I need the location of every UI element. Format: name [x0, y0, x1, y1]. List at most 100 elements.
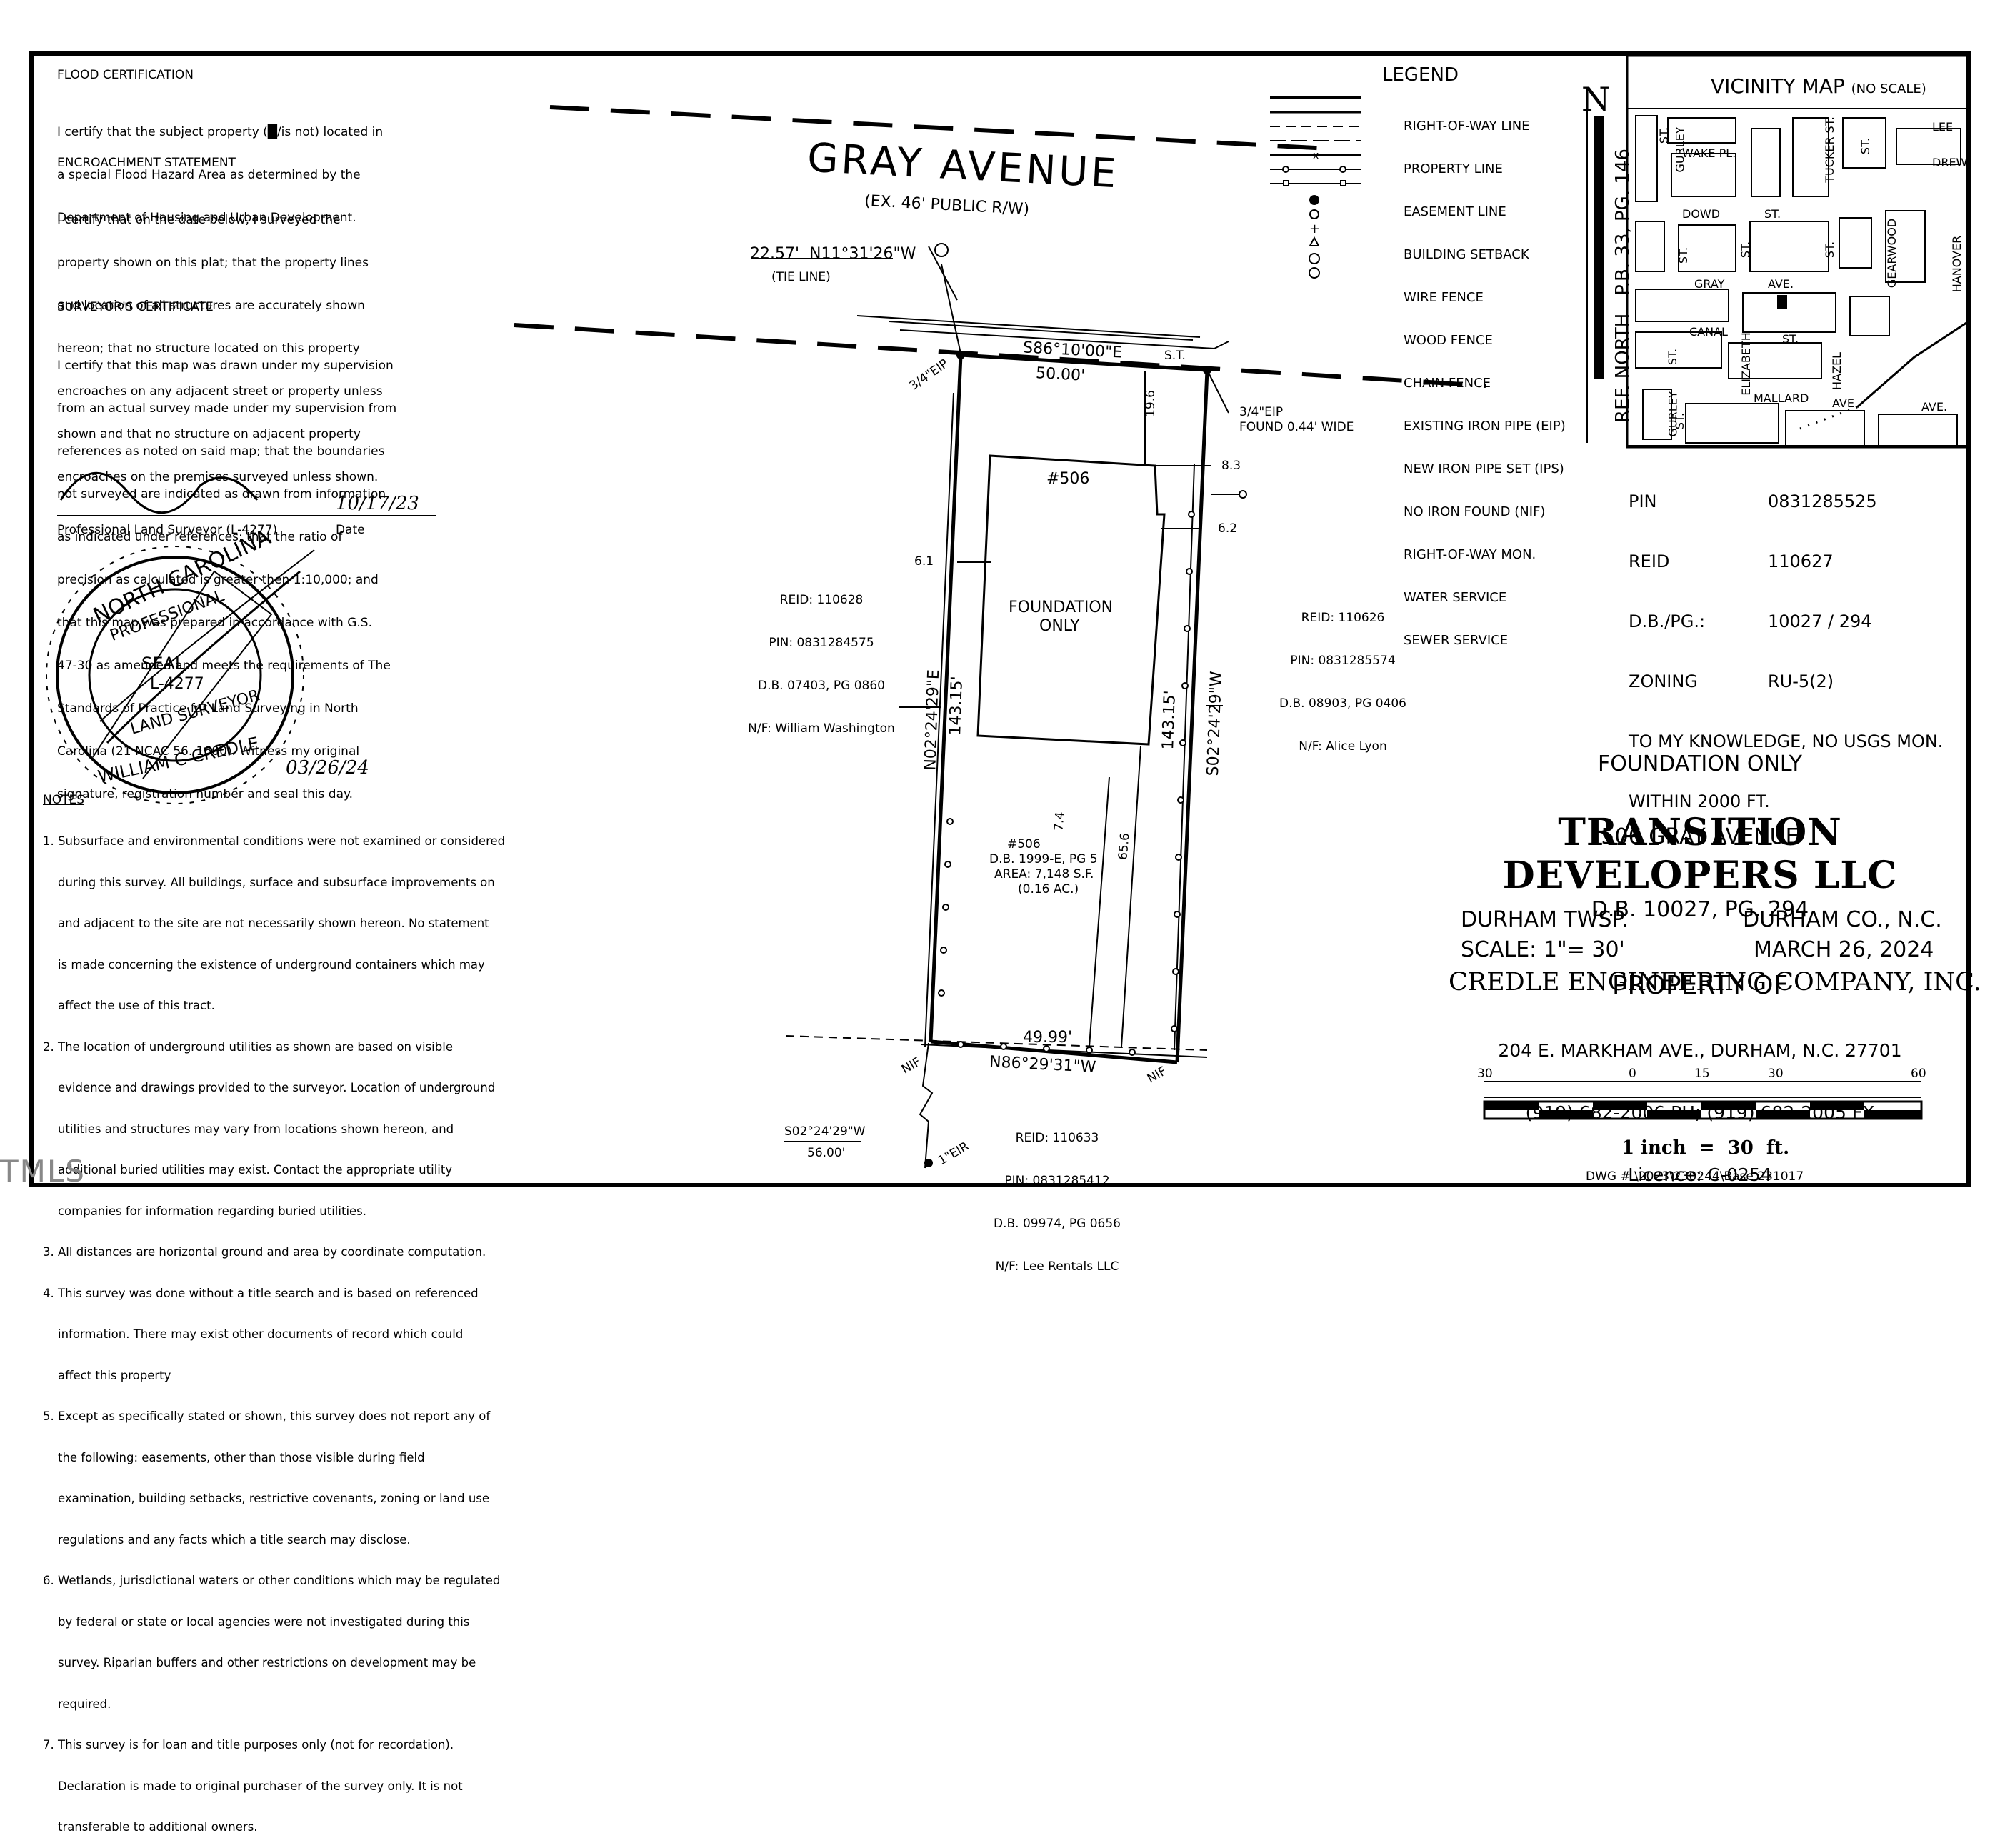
surveyor-line: I certify that this map was drawn under …: [57, 359, 394, 373]
title-summary: FOUNDATION ONLY 506 GRAY AVENUE D.B. 100…: [1479, 704, 1921, 1025]
left-bearing: N02°24'29"E: [921, 669, 944, 771]
ref-bearing: S02°24'29"W: [784, 1124, 866, 1139]
note-line: is made concerning the existence of unde…: [43, 957, 485, 972]
parcel-value: 10027 / 294: [1768, 611, 1872, 631]
vmap-street: AVE.: [1768, 277, 1794, 291]
scale-tick: 0: [1629, 1067, 1636, 1081]
legend-item: RIGHT-OF-WAY MON.: [1404, 547, 1536, 562]
legend-item: PROPERTY LINE: [1404, 161, 1503, 176]
parcel-key: ZONING: [1629, 671, 1698, 691]
parcel-key: D.B./PG.:: [1629, 611, 1706, 631]
title-line: PROPERTY OF: [1611, 971, 1789, 1000]
encroachment-line: shown and that no structure on adjacent …: [57, 427, 361, 441]
note-line: 7. This survey is for loan and title pur…: [43, 1738, 454, 1752]
legend-item: WIRE FENCE: [1404, 290, 1484, 305]
north-letter: N: [1581, 80, 1611, 119]
flood-line: I certify that the subject property (█/i…: [57, 125, 384, 139]
drawing-border: [29, 51, 1971, 1187]
township: DURHAM TWSP.: [1461, 907, 1629, 932]
vmap-street: WAKE PL.: [1682, 146, 1736, 160]
note-line: the following: easements, other than tho…: [43, 1450, 425, 1464]
owner-line: D.B. 07403, PG 0860: [758, 679, 885, 693]
scale-tick: 30: [1768, 1067, 1784, 1081]
legend-item: WOOD FENCE: [1404, 333, 1493, 348]
parcel-value: 0831285525: [1768, 491, 1877, 511]
owner-line: REID: 110628: [779, 593, 864, 607]
house-number: #506: [1046, 470, 1090, 488]
legend-item: CHAIN FENCE: [1404, 376, 1491, 391]
vmap-street: ST.: [1739, 241, 1753, 259]
svg-text:+: +: [1309, 221, 1320, 236]
flood-heading: FLOOD CERTIFICATION: [57, 68, 194, 82]
dim-7-4: 7.4: [1051, 811, 1068, 832]
vmap-street: CANAL: [1689, 325, 1728, 339]
vmap-street: ST.: [1782, 332, 1799, 346]
surveyor-line: as indicated under references; that the …: [57, 530, 343, 544]
note-line: additional buried utilities may exist. C…: [43, 1163, 453, 1177]
surveyor-line: Carolina (21 NCAC 56. 1600). Witness my …: [57, 744, 360, 759]
note-line: required.: [43, 1697, 111, 1711]
right-distance: 143.15': [1159, 690, 1179, 750]
encroachment-line: property shown on this plat; that the pr…: [57, 256, 369, 270]
left-setback: 6.1: [914, 554, 934, 569]
surveyor-heading: SURVEYOR'S CERTIFICATE: [57, 300, 214, 314]
right-iron-label: 3/4"EIP: [1239, 405, 1284, 419]
surveyor-date-label: Date: [336, 523, 365, 537]
owner-line: N/F: William Washington: [748, 721, 895, 736]
vmap-street: ST.: [1676, 246, 1691, 264]
legend-item: RIGHT-OF-WAY LINE: [1404, 119, 1530, 134]
legend-item: BUILDING SETBACK: [1404, 247, 1529, 262]
note-line: survey. Riparian buffers and other restr…: [43, 1656, 476, 1669]
owner-line: REID: 110633: [1015, 1131, 1099, 1145]
notes-heading: NOTES: [43, 793, 85, 807]
graphic-scale-label: 1 inch = 30 ft.: [1621, 1137, 1790, 1159]
rear-distance: 49.99': [1023, 1029, 1073, 1047]
owner-line: PIN: 0831284575: [769, 636, 874, 650]
vmap-street: ST.: [1859, 137, 1873, 155]
scale-text: SCALE: 1"= 30': [1461, 937, 1625, 962]
owner-line: REID: 110626: [1301, 611, 1385, 625]
surveyor-title: Professional Land Surveyor (L-4277): [57, 523, 278, 537]
note-line: 1. Subsurface and environmental conditio…: [43, 834, 506, 848]
north-reference: REF. NORTH P.B. 33, PG. 146: [1611, 149, 1634, 423]
encroachment-line: I certify that on the date below, I surv…: [57, 213, 341, 227]
parcel-key: PIN: [1629, 491, 1657, 511]
parcel-value: 110627: [1768, 551, 1834, 571]
tie-label: (TIE LINE): [771, 270, 831, 284]
vmap-street: ST.: [1666, 348, 1680, 366]
vmap-street: TUCKER ST.: [1822, 116, 1836, 183]
foundation-label-1: FOUNDATION: [1009, 599, 1114, 616]
vmap-street: GURLEY: [1673, 126, 1687, 173]
legend-item: NO IRON FOUND (NIF): [1404, 504, 1546, 519]
company-licence: Licence: C-0254: [1628, 1164, 1772, 1185]
tie-bearing: 22.57' N11°31'26"W: [750, 245, 916, 263]
right-setback-1: 8.3: [1221, 459, 1241, 473]
survey-date: MARCH 26, 2024: [1754, 937, 1934, 962]
surveyor-body: I certify that this map was drawn under …: [57, 330, 396, 816]
note-line: 4. This survey was done without a title …: [43, 1286, 479, 1300]
owner-name-1: TRANSITION: [1558, 811, 1842, 854]
company-info: 204 E. MARKHAM AVE., DURHAM, N.C. 27701 …: [1479, 999, 1921, 1206]
note-line: utilities and structures may vary from l…: [43, 1122, 454, 1136]
vmap-street: DREW: [1932, 156, 1968, 169]
plat-linework: x +: [46, 54, 1970, 1169]
front-distance: 50.00': [1035, 364, 1086, 385]
vmap-street: AVE.: [1832, 396, 1859, 410]
lot-acres: (0.16 AC.): [1018, 882, 1079, 896]
legend-item: EASEMENT LINE: [1404, 204, 1506, 219]
company-phone: (919) 682-2006 PH; (919) 682-2005 FX: [1525, 1102, 1875, 1123]
legend-list: RIGHT-OF-WAY LINE PROPERTY LINE EASEMENT…: [1404, 91, 1566, 662]
east-owner: REID: 110626 PIN: 0831285574 D.B. 08903,…: [1257, 582, 1429, 768]
lot-number: #506: [1007, 837, 1041, 851]
owner-name-2: DEVELOPERS LLC: [1502, 854, 1898, 897]
vmap-street: ST.: [1764, 207, 1781, 221]
vmap-street: LEE: [1932, 120, 1954, 134]
county: DURHAM CO., N.C.: [1743, 907, 1942, 932]
note-line: regulations and any facts which a title …: [43, 1532, 411, 1547]
surveyor-line: that this map was prepared in accordance…: [57, 616, 372, 630]
scale-tick: 60: [1911, 1067, 1926, 1081]
vmap-street: ST.: [1657, 126, 1671, 144]
encroachment-line: and location of all structures are accur…: [57, 299, 365, 313]
vmap-street: HANOVER: [1950, 235, 1964, 293]
legend-item: WATER SERVICE: [1404, 590, 1507, 605]
